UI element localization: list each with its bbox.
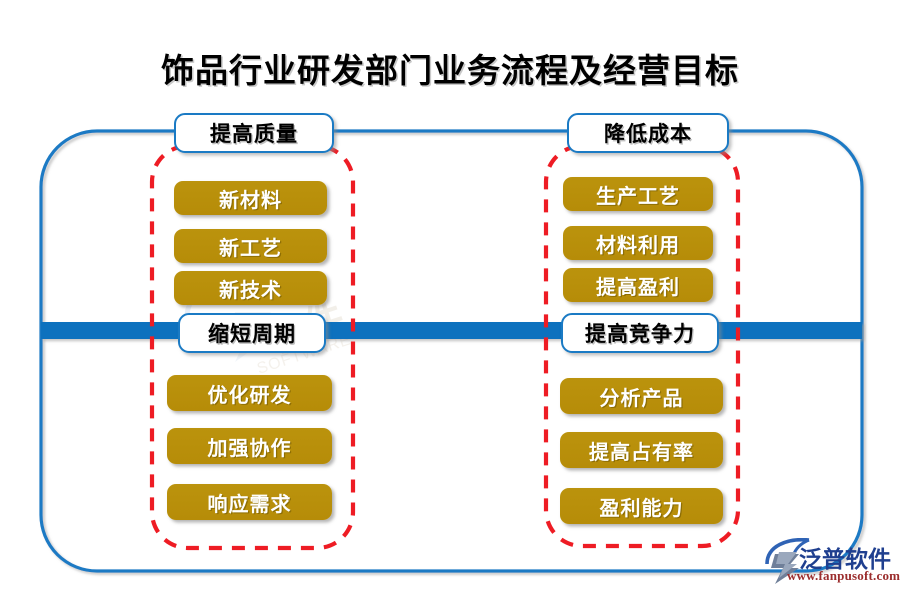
node-right-below-1[interactable]: 分析产品 [560, 378, 723, 414]
page-title: 饰品行业研发部门业务流程及经营目标 [161, 54, 739, 90]
node-right-below-2[interactable]: 提高占有率 [560, 432, 723, 468]
column-header-left[interactable]: 提高质量 [174, 113, 334, 153]
logo[interactable]: 泛普软件 www.fanpusoft.com [765, 538, 900, 594]
center-horizontal-bar [41, 322, 862, 339]
logo-brand: 泛普软件 [799, 547, 891, 572]
column-header-right[interactable]: 降低成本 [567, 113, 729, 153]
node-left-above-3[interactable]: 新技术 [174, 271, 327, 305]
node-left-above-1[interactable]: 新材料 [174, 181, 327, 215]
node-right-above-3[interactable]: 提高盈利 [563, 268, 713, 302]
logo-url: www.fanpusoft.com [787, 568, 900, 583]
node-left-below-1[interactable]: 优化研发 [167, 375, 332, 411]
bar-label-right[interactable]: 提高竞争力 [561, 313, 719, 353]
node-right-above-1[interactable]: 生产工艺 [563, 177, 713, 211]
outer-rounded-frame [39, 129, 864, 573]
logo-mark-icon [765, 538, 810, 584]
node-right-above-2[interactable]: 材料利用 [563, 226, 713, 260]
node-left-below-3[interactable]: 响应需求 [167, 484, 332, 520]
node-left-below-2[interactable]: 加强协作 [167, 428, 332, 464]
bar-label-left[interactable]: 缩短周期 [178, 313, 326, 353]
node-left-above-2[interactable]: 新工艺 [174, 229, 327, 263]
node-right-below-3[interactable]: 盈利能力 [560, 488, 723, 524]
